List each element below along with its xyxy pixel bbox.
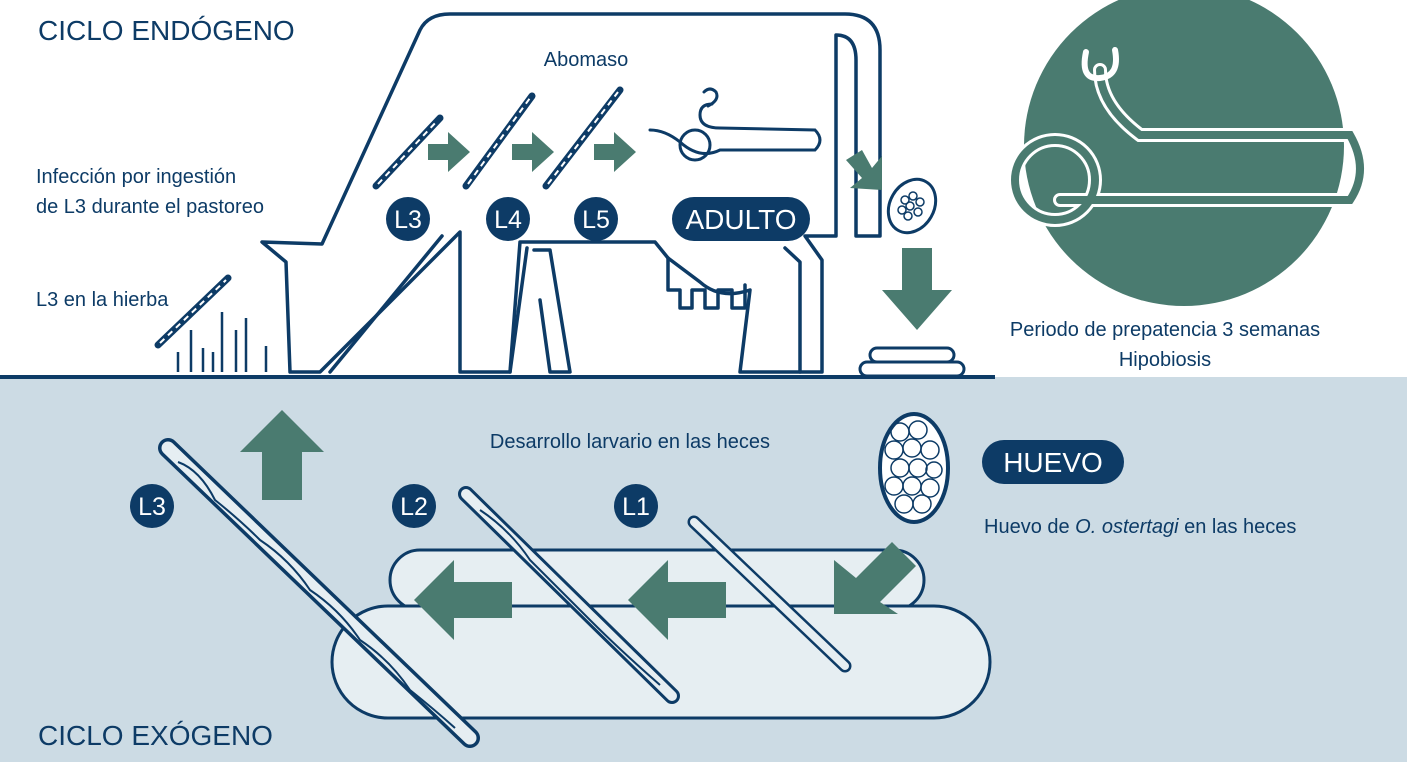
endogenous-larvae	[376, 90, 620, 186]
svg-text:L5: L5	[582, 206, 610, 234]
grass-blades	[178, 312, 266, 372]
feces-pile-icon	[860, 348, 964, 376]
adult-worm	[650, 89, 820, 160]
svg-text:L3: L3	[138, 493, 166, 521]
stage-badge-exo-l3: L3	[130, 484, 174, 528]
stage-badge-endo-l4: L4	[486, 197, 530, 241]
worm-detail-circle	[1024, 0, 1344, 306]
larval-development-label: Desarrollo larvario en las heces	[490, 431, 770, 453]
endogenous-cycle-heading: CICLO ENDÓGENO	[38, 15, 295, 46]
svg-text:L4: L4	[494, 206, 522, 234]
stage-badge-adult: ADULTO	[672, 197, 810, 241]
svg-text:L1: L1	[622, 493, 650, 521]
infection-label-line2: de L3 durante el pastoreo	[36, 196, 264, 218]
stage-badge-endo-l5: L5	[574, 197, 618, 241]
egg-small-icon	[879, 171, 945, 241]
prepatency-label-line2: Hipobiosis	[1119, 349, 1211, 371]
prepatency-label-line1: Periodo de prepatencia 3 semanas	[1010, 319, 1320, 341]
stage-badge-exo-l2: L2	[392, 484, 436, 528]
abomasum-label: Abomaso	[544, 49, 629, 71]
svg-text:HUEVO: HUEVO	[1003, 447, 1103, 478]
stage-badge-endo-l3: L3	[386, 197, 430, 241]
svg-text:L3: L3	[394, 206, 422, 234]
svg-text:ADULTO: ADULTO	[686, 204, 797, 235]
stage-badge-egg: HUEVO	[982, 440, 1124, 484]
l3-grass-label: L3 en la hierba	[36, 289, 169, 311]
exogenous-cycle-heading: CICLO EXÓGENO	[38, 720, 273, 751]
grass-larva-l3	[158, 278, 228, 345]
egg-caption: Huevo de O. ostertagi en las heces	[984, 516, 1296, 538]
svg-text:L2: L2	[400, 493, 428, 521]
egg-large-icon	[880, 414, 948, 522]
stage-badge-exo-l1: L1	[614, 484, 658, 528]
infection-label-line1: Infección por ingestión	[36, 166, 236, 188]
